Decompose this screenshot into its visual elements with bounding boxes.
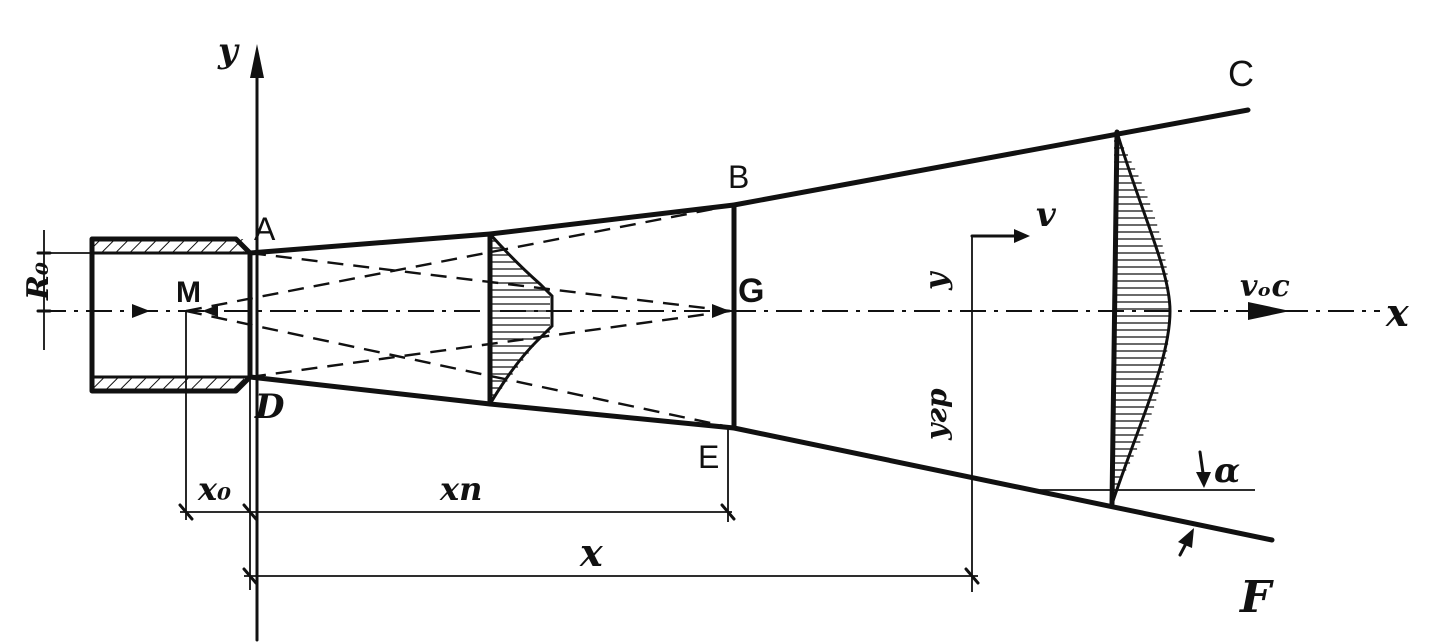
ygr-label: yгр — [920, 388, 953, 441]
point-m-label: M — [176, 276, 201, 309]
point-g-label: G — [738, 272, 764, 310]
point-c-label: C — [1228, 53, 1254, 94]
jet-lower-boundary — [247, 374, 1275, 543]
point-f-label: F — [1238, 572, 1274, 623]
point-d-label: D — [254, 387, 285, 427]
y-axis-arrowhead — [250, 44, 264, 78]
dimension-lines — [178, 377, 980, 590]
pole-arrow — [202, 305, 218, 317]
r0-label: R₀ — [21, 262, 56, 301]
main-velocity-profile — [1109, 129, 1172, 507]
point-b-label: B — [728, 159, 749, 195]
x-axis-arrowhead — [1248, 302, 1290, 320]
alpha-label: α — [1214, 451, 1240, 491]
y-label: y — [919, 270, 954, 291]
local-velocity-marker — [970, 229, 1030, 592]
initial-velocity-profile — [487, 231, 554, 407]
jet-upper-boundary — [247, 107, 1251, 256]
point-a-label: A — [254, 211, 276, 247]
x0-label: x₀ — [197, 470, 231, 508]
alpha-angle — [1040, 450, 1255, 557]
pole-ray-lower — [185, 309, 735, 430]
x-axis-label: x — [1385, 290, 1410, 335]
r0-dimension — [36, 230, 150, 350]
point-e-label: E — [698, 439, 719, 475]
g-arrow — [712, 304, 730, 318]
nozzle — [89, 236, 253, 394]
x-dimension-label: x — [579, 530, 604, 575]
y-axis-label: y — [217, 31, 240, 71]
v-label: v — [1036, 195, 1057, 235]
xn-label: xп — [439, 470, 482, 508]
pole-ray-upper — [185, 203, 735, 313]
v-oc-label: vₒc — [1240, 269, 1290, 304]
